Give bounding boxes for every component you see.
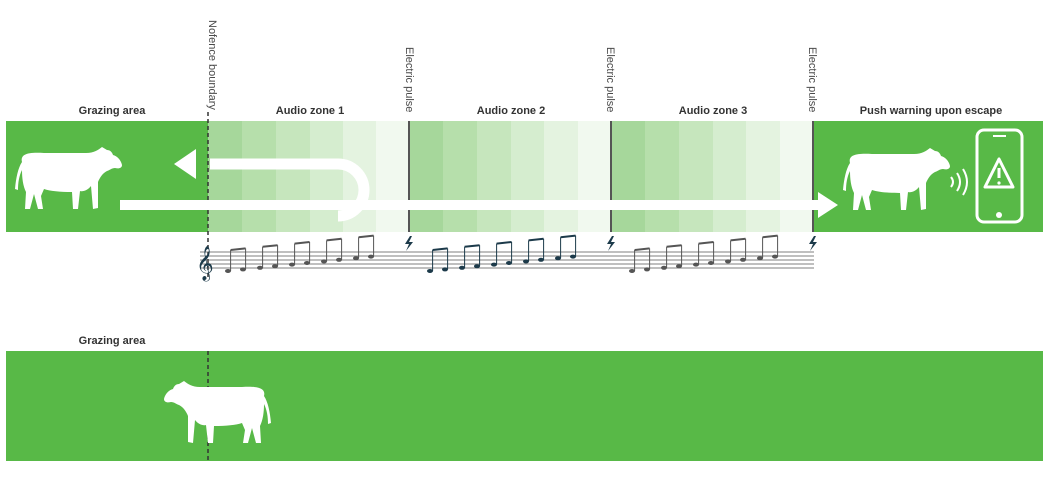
lightning-icon — [809, 236, 817, 251]
signal-waves-icon — [950, 168, 968, 196]
audio-zone-label-1: Audio zone 1 — [276, 105, 344, 117]
return-arrow-icon — [210, 158, 370, 222]
lightning-icon — [405, 236, 413, 251]
grazing-area-label-bottom: Grazing area — [79, 335, 147, 347]
lightning-icon — [607, 236, 615, 251]
electric-pulse-label-2: Electric pulse — [604, 47, 616, 112]
audio-zone-3 — [611, 121, 813, 232]
smartphone-warning-icon — [975, 128, 1024, 224]
music-notes-icon — [225, 234, 779, 273]
audio-zone-label-3: Audio zone 3 — [679, 105, 747, 117]
forward-arrow-icon — [120, 192, 838, 218]
push-warning-label: Push warning upon escape — [860, 105, 1002, 117]
grazing-area-label: Grazing area — [79, 105, 147, 117]
return-arrowhead — [174, 149, 196, 179]
audio-zone-label-2: Audio zone 2 — [477, 105, 545, 117]
nofence-boundary-label: Nofence boundary — [206, 20, 218, 110]
electric-pulse-label-3: Electric pulse — [806, 47, 818, 112]
audio-zone-2 — [409, 121, 611, 232]
audio-zone-1 — [208, 121, 409, 232]
treble-clef-icon: 𝄞 — [196, 246, 214, 282]
electric-pulse-label-1: Electric pulse — [403, 47, 415, 112]
bottom-field — [6, 351, 1043, 461]
